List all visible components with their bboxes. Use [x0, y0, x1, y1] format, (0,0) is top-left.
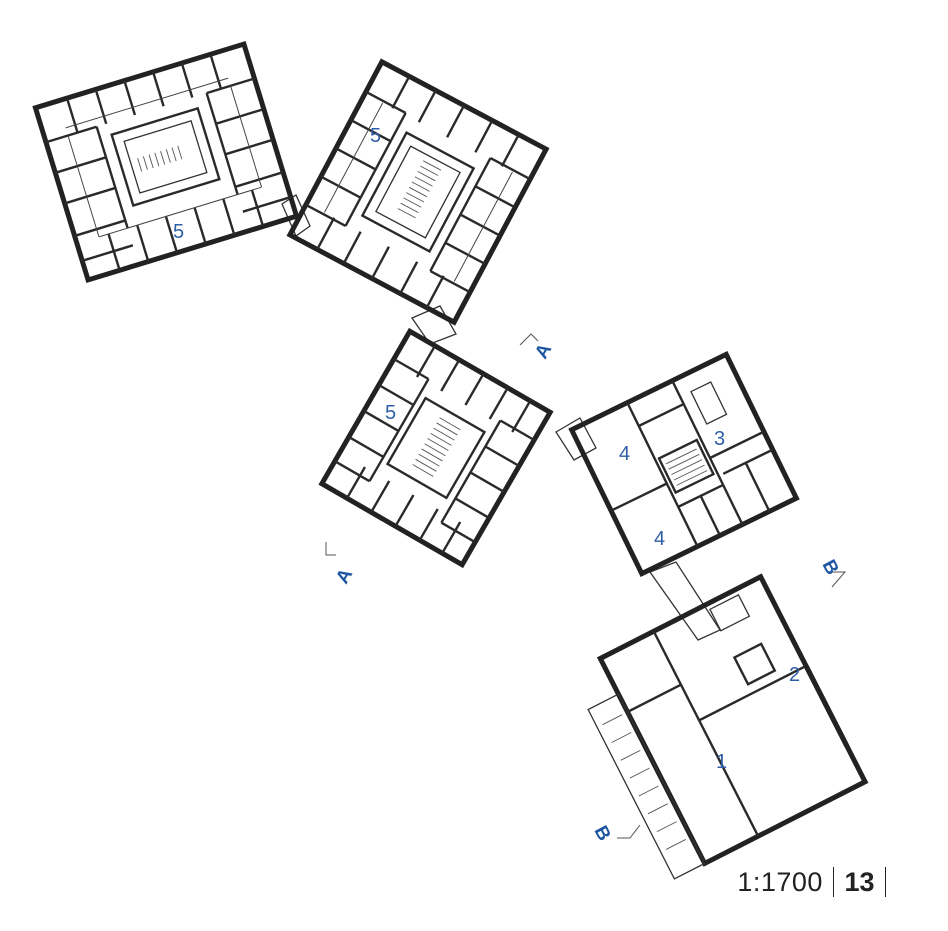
stair-nw	[137, 145, 183, 172]
unit-grid-nw	[45, 53, 292, 271]
stair-n	[397, 160, 442, 219]
building-n	[286, 58, 550, 326]
building-nw	[32, 40, 300, 284]
room-number-n: 5	[370, 125, 381, 147]
section-label-a-top: A	[531, 340, 556, 363]
page-number: 13	[844, 866, 875, 897]
stair-east	[665, 448, 708, 486]
footer-divider-right	[884, 867, 886, 897]
page-footer: 1:1700 13	[737, 862, 896, 902]
section-label-a-bottom: A	[332, 565, 357, 588]
section-label-b-bottom: B	[590, 822, 615, 844]
building-center	[318, 327, 554, 569]
building-se	[587, 573, 869, 880]
building-east	[568, 351, 800, 577]
unit-grid-n	[305, 75, 531, 309]
room-number-nw: 5	[173, 221, 184, 243]
footer-divider-left	[832, 867, 835, 897]
room-number-4-bottom: 4	[654, 528, 665, 550]
section-marker-a-top: A	[519, 333, 556, 363]
room-number-2: 2	[789, 664, 800, 686]
section-marker-a-bottom: A	[325, 542, 357, 588]
scale-label: 1:1700	[737, 866, 823, 897]
section-marker-b-right: B	[818, 556, 847, 588]
unit-grid-center	[334, 345, 535, 554]
room-number-4-top: 4	[619, 443, 630, 465]
stair-se-ramp	[602, 714, 686, 850]
room-number-center: 5	[385, 402, 396, 424]
section-label-b-right: B	[818, 556, 843, 578]
room-number-3: 3	[714, 428, 725, 450]
stair-center	[412, 417, 461, 477]
room-number-1: 1	[716, 751, 727, 773]
section-marker-b-bottom: B	[590, 822, 641, 844]
